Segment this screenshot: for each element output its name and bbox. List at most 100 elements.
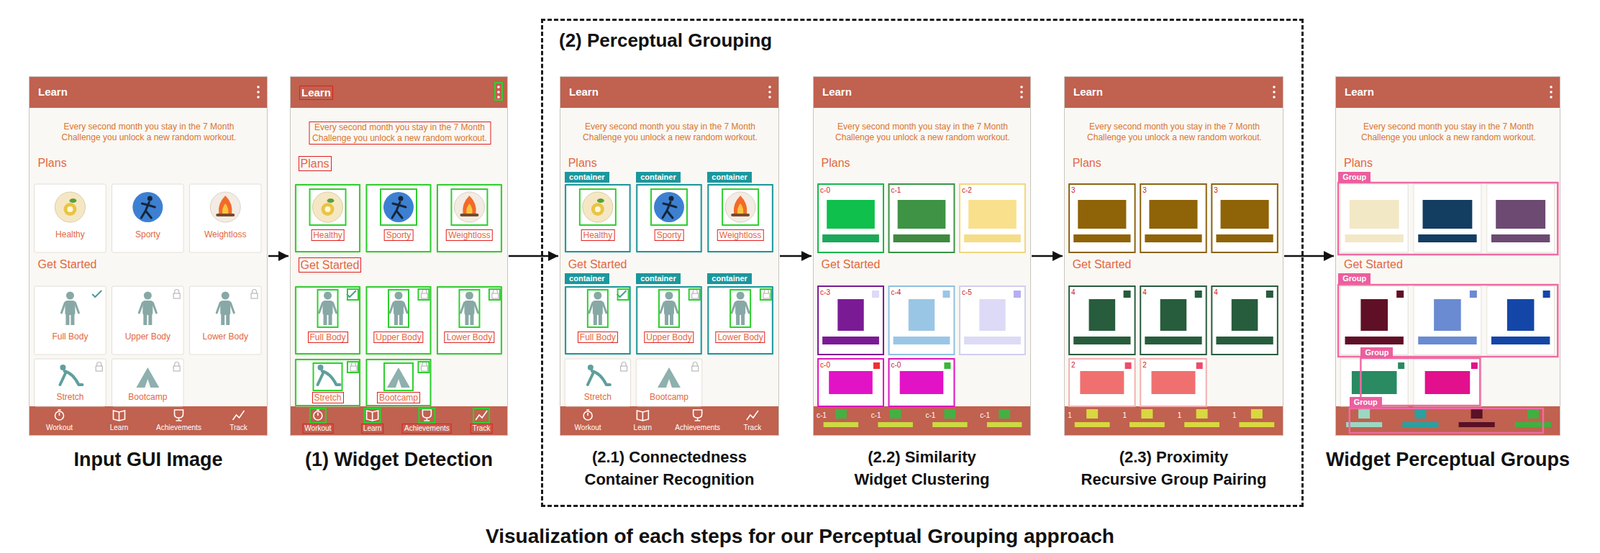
body-icon bbox=[389, 302, 408, 313]
nav-label: Track bbox=[470, 423, 493, 434]
cluster-label: 4 bbox=[1071, 288, 1076, 297]
widget-label: Bootcamp bbox=[128, 392, 167, 403]
group-tag: Group bbox=[1338, 273, 1371, 285]
nav-label: Workout bbox=[574, 423, 602, 433]
nav-block bbox=[1527, 409, 1539, 419]
image-block bbox=[1077, 200, 1126, 229]
nav-bar bbox=[290, 406, 508, 436]
lock-icon bbox=[692, 362, 698, 367]
widget-label: Stretch bbox=[56, 392, 84, 403]
nav-block bbox=[1402, 422, 1439, 428]
widget-card bbox=[1069, 184, 1136, 253]
menu-dots bbox=[768, 95, 772, 99]
app-title: Learn bbox=[1344, 85, 1375, 99]
widget-card bbox=[635, 184, 703, 253]
screen-frame: LearnEvery second month you stay in the … bbox=[28, 76, 268, 436]
menu-dots bbox=[1020, 85, 1024, 89]
nav-block bbox=[1414, 409, 1426, 419]
icon-block bbox=[1125, 362, 1132, 370]
widget-label: Weightloss bbox=[204, 229, 247, 240]
plan-icon bbox=[392, 202, 406, 218]
workout-icon bbox=[317, 364, 324, 371]
nav-block bbox=[998, 409, 1011, 419]
section-heading: Plans bbox=[821, 156, 851, 170]
plan-icon bbox=[69, 198, 77, 203]
widget-card bbox=[817, 184, 884, 253]
lock-icon bbox=[351, 362, 356, 367]
detection-box bbox=[730, 289, 751, 328]
plan-icon bbox=[222, 203, 229, 214]
detection-box bbox=[418, 408, 435, 424]
lock-icon bbox=[95, 366, 103, 372]
container-box bbox=[636, 184, 702, 252]
text-block bbox=[1417, 336, 1477, 345]
widget-card bbox=[1413, 184, 1482, 253]
menu-dots bbox=[497, 90, 500, 94]
plan-icon bbox=[725, 192, 756, 223]
gui-screenshot: LearnEvery second month you stay in the … bbox=[559, 76, 780, 436]
section-heading: Get Started bbox=[1343, 257, 1403, 272]
nav-block bbox=[1086, 409, 1098, 419]
lock-icon bbox=[173, 293, 180, 299]
nav-label: Learn bbox=[110, 423, 129, 433]
widget-card bbox=[564, 286, 631, 355]
cluster-label: c-0 bbox=[891, 361, 902, 370]
app-bar bbox=[290, 76, 508, 108]
nav-label: Track bbox=[229, 423, 248, 433]
nav-label: Achievements bbox=[402, 423, 452, 434]
menu-dots bbox=[1549, 90, 1553, 94]
figure-caption: Visualization of each steps for our Perc… bbox=[0, 525, 1600, 549]
widget-card bbox=[436, 286, 503, 355]
body-icon bbox=[735, 300, 746, 316]
nav-block bbox=[1346, 422, 1383, 428]
widget-card bbox=[294, 286, 361, 355]
icon-block bbox=[942, 290, 950, 298]
nav-block bbox=[1251, 409, 1263, 419]
detection-box bbox=[451, 189, 488, 226]
image-block bbox=[1495, 200, 1546, 229]
nav-bar bbox=[29, 406, 268, 436]
detection-box bbox=[651, 189, 688, 226]
detection-box bbox=[587, 289, 608, 328]
icon-block bbox=[1397, 362, 1405, 370]
body-icon bbox=[593, 314, 598, 326]
flow-arrow bbox=[508, 255, 559, 258]
app-title: Learn bbox=[299, 85, 334, 100]
body-icon bbox=[664, 300, 675, 316]
widget-card bbox=[366, 184, 432, 253]
cluster-label: c-0 bbox=[820, 361, 831, 370]
menu-dots bbox=[256, 90, 260, 94]
detection-box bbox=[760, 289, 772, 300]
widget-label: Full Body bbox=[51, 331, 88, 342]
plan-icon bbox=[466, 203, 472, 214]
nav-icon bbox=[746, 410, 759, 421]
image-block bbox=[1089, 299, 1116, 331]
lock-icon bbox=[492, 289, 498, 295]
widget-card bbox=[1487, 286, 1555, 355]
container-box bbox=[565, 287, 631, 354]
nav-icon bbox=[233, 410, 245, 421]
body-icon bbox=[598, 314, 603, 326]
cluster-label: c-1 bbox=[891, 186, 902, 195]
app-title: Learn bbox=[569, 85, 599, 99]
panel-caption: (2.2) Similarity Widget Clustering bbox=[852, 446, 992, 491]
section-heading: Plans bbox=[38, 156, 67, 170]
image-block bbox=[1507, 299, 1535, 331]
image-block bbox=[828, 371, 873, 395]
body-icon bbox=[464, 300, 475, 316]
menu-dots bbox=[768, 85, 772, 89]
image-block bbox=[908, 299, 935, 331]
image-block bbox=[900, 371, 944, 395]
lock-icon bbox=[692, 289, 698, 295]
nav-block bbox=[1238, 422, 1275, 428]
plan-icon bbox=[325, 206, 331, 213]
lock-icon bbox=[620, 366, 628, 372]
widget-label: Upper Body bbox=[643, 331, 694, 344]
nav-icon bbox=[174, 410, 184, 421]
text-block bbox=[1144, 336, 1202, 345]
nav-block bbox=[1184, 422, 1220, 428]
body-icon bbox=[393, 300, 404, 316]
body-icon bbox=[221, 292, 230, 300]
workout-icon bbox=[387, 367, 411, 388]
screen-ground bbox=[1064, 76, 1284, 436]
